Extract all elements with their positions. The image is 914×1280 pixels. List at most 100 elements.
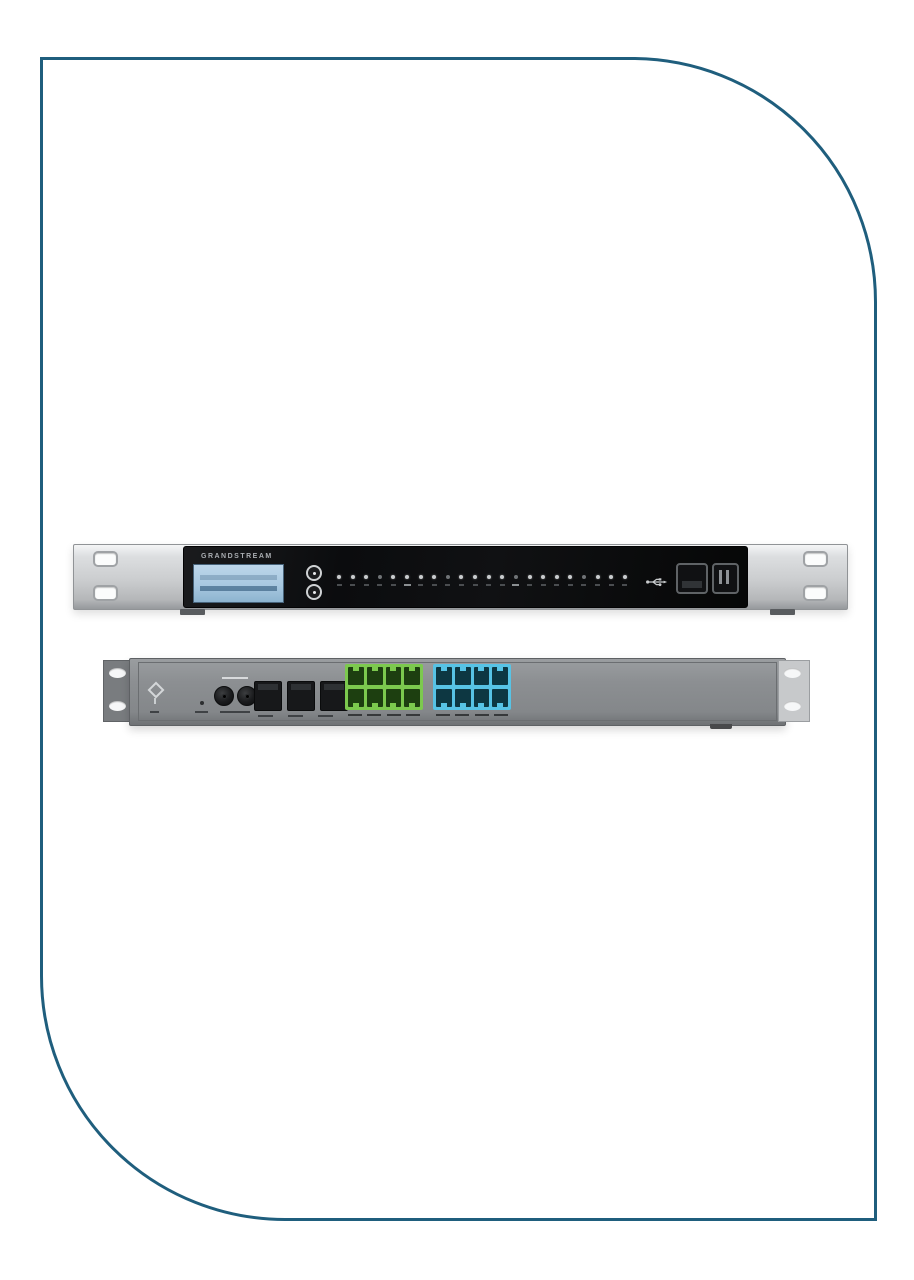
fxo-port (436, 689, 452, 708)
power-jack (214, 686, 234, 706)
led-label (390, 584, 396, 586)
led-dot (473, 575, 478, 579)
fxs-port (348, 689, 364, 708)
led-dot (541, 575, 546, 579)
fxo-port (473, 689, 490, 708)
ethernet-port (254, 681, 282, 711)
rack-ear-right (778, 660, 810, 722)
led-dot (391, 575, 396, 579)
led-indicator (403, 575, 411, 597)
led-label (363, 584, 369, 586)
led-dot (377, 575, 382, 579)
led-dot (405, 575, 410, 579)
led-label (622, 584, 628, 586)
lcd-text-line (200, 586, 277, 591)
led-dot (609, 575, 614, 579)
chassis-latch (710, 724, 732, 729)
fxo-port-label (455, 714, 470, 716)
led-indicator (581, 575, 587, 597)
sd-card-slot (712, 563, 739, 594)
panel-button-top (306, 565, 322, 581)
fxo-port-label (435, 714, 450, 716)
led-indicator (363, 575, 369, 597)
led-label (567, 584, 573, 586)
ethernet-port-label (258, 715, 273, 717)
led-label (499, 584, 505, 586)
power-jacks (214, 686, 257, 706)
mounting-hole (109, 701, 126, 711)
led-indicator (512, 575, 520, 597)
fxs-port-labels (345, 714, 423, 716)
fxo-port (492, 689, 508, 708)
led-indicator (595, 575, 601, 597)
usb-icon (646, 578, 668, 587)
led-indicator (608, 575, 614, 597)
ethernet-port-label (288, 715, 303, 717)
front-view-image: GRANDSTREAM (73, 544, 848, 615)
led-label (350, 584, 356, 586)
led-indicator (377, 575, 383, 597)
fxo-port (454, 689, 471, 708)
fxs-port (385, 666, 402, 685)
led-indicator (418, 575, 424, 597)
fxs-port-label (406, 714, 421, 716)
led-label (512, 584, 520, 586)
fxs-port (404, 689, 420, 708)
led-indicator (336, 575, 342, 597)
led-label (403, 584, 411, 586)
fxs-port-block (345, 664, 423, 710)
fxo-port-labels (433, 714, 511, 716)
front-faceplate: GRANDSTREAM (183, 546, 748, 608)
led-indicator (540, 575, 546, 597)
ethernet-ports (254, 681, 348, 711)
led-indicator (622, 575, 628, 597)
ground-label (150, 711, 159, 713)
led-indicator (458, 575, 464, 597)
led-dot (595, 575, 600, 579)
page-border (40, 57, 877, 1221)
fxs-port (366, 666, 383, 685)
reset-label (195, 711, 208, 713)
led-label (445, 584, 451, 586)
fxs-port (348, 666, 364, 685)
ethernet-port-label (318, 715, 333, 717)
led-label (527, 584, 533, 586)
fxs-port-label (347, 714, 362, 716)
mounting-hole (784, 701, 801, 711)
usb-port (676, 563, 708, 594)
led-indicator (445, 575, 451, 597)
fxo-port (436, 666, 452, 685)
led-dot (418, 575, 423, 579)
led-dot (459, 575, 464, 579)
led-indicator (486, 575, 492, 597)
led-label (472, 584, 478, 586)
led-label (595, 584, 601, 586)
led-label (486, 584, 492, 586)
led-indicator (567, 575, 573, 597)
rear-tray-outline (138, 662, 777, 721)
led-label (458, 584, 464, 586)
led-label (418, 584, 424, 586)
rear-chassis (129, 658, 786, 729)
reset-pinhole (200, 701, 204, 705)
rear-view-image (103, 658, 810, 729)
led-dot (350, 575, 355, 579)
led-label (540, 584, 546, 586)
lcd-text-line (200, 575, 277, 580)
ground-terminal-icon (147, 681, 165, 707)
led-dot (581, 575, 586, 579)
fxo-port (473, 666, 490, 685)
mounting-hole (784, 668, 801, 678)
mounting-hole (803, 585, 828, 601)
fxo-port (454, 666, 471, 685)
power-sublabel (220, 711, 250, 713)
led-dot (527, 575, 532, 579)
led-dot (432, 575, 437, 579)
fxo-port (492, 666, 508, 685)
led-indicator (431, 575, 437, 597)
power-label (222, 677, 248, 679)
chassis-foot (770, 609, 795, 615)
fxs-port-label (386, 714, 401, 716)
fxo-port-block (433, 664, 511, 710)
